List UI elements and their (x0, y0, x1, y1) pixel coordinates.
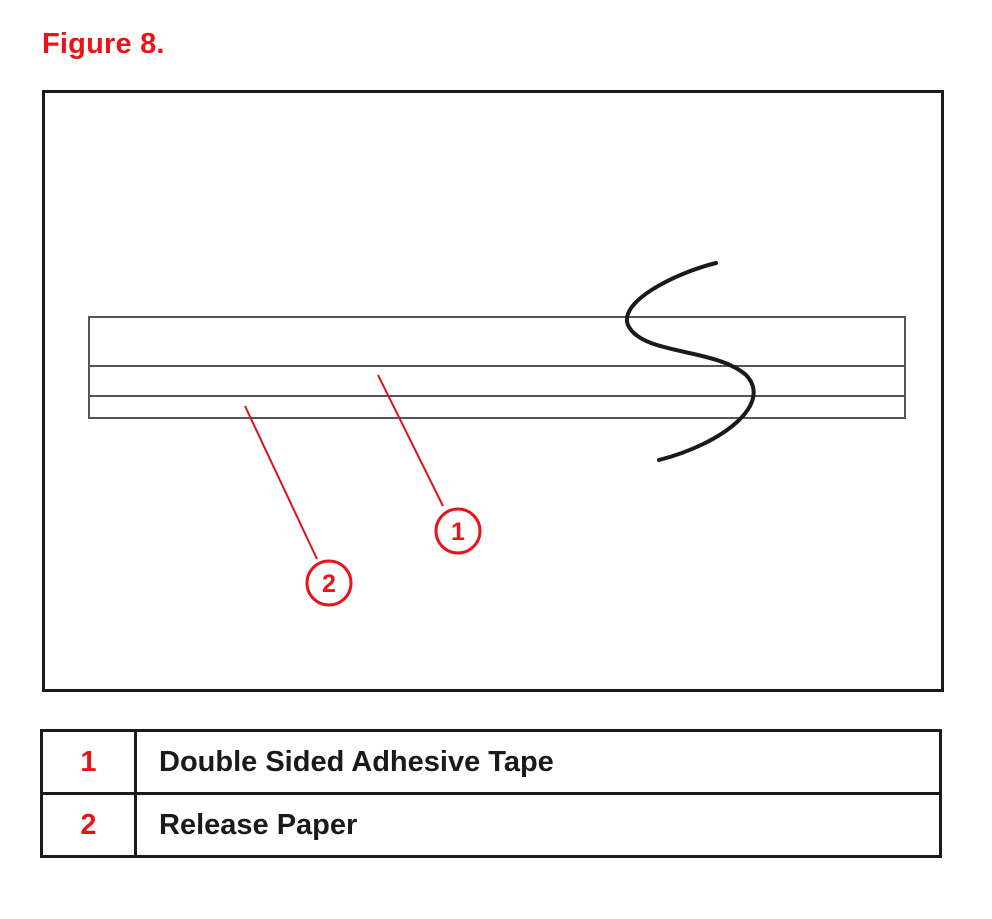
tape-diagram: 1 2 (88, 261, 906, 607)
callout-2-label: 2 (322, 570, 336, 598)
tape-strip-outline (88, 316, 906, 419)
callout-1-leader (377, 374, 444, 507)
legend-label: Release Paper (134, 792, 942, 858)
legend-label: Double Sided Adhesive Tape (134, 729, 942, 795)
diagram-frame: 1 2 (42, 90, 944, 692)
break-symbol (625, 261, 756, 462)
callout-2-circle (305, 559, 353, 607)
callout-2-leader (244, 405, 318, 560)
callout-1-circle (434, 507, 482, 555)
legend-row: 1 Double Sided Adhesive Tape (40, 729, 942, 795)
legend-number: 1 (40, 729, 137, 795)
legend-row: 2 Release Paper (40, 792, 942, 858)
figure-title: Figure 8. (42, 28, 165, 60)
legend-number: 2 (40, 792, 137, 858)
legend-table: 1 Double Sided Adhesive Tape 2 Release P… (40, 729, 942, 858)
callout-1-label: 1 (451, 518, 465, 546)
